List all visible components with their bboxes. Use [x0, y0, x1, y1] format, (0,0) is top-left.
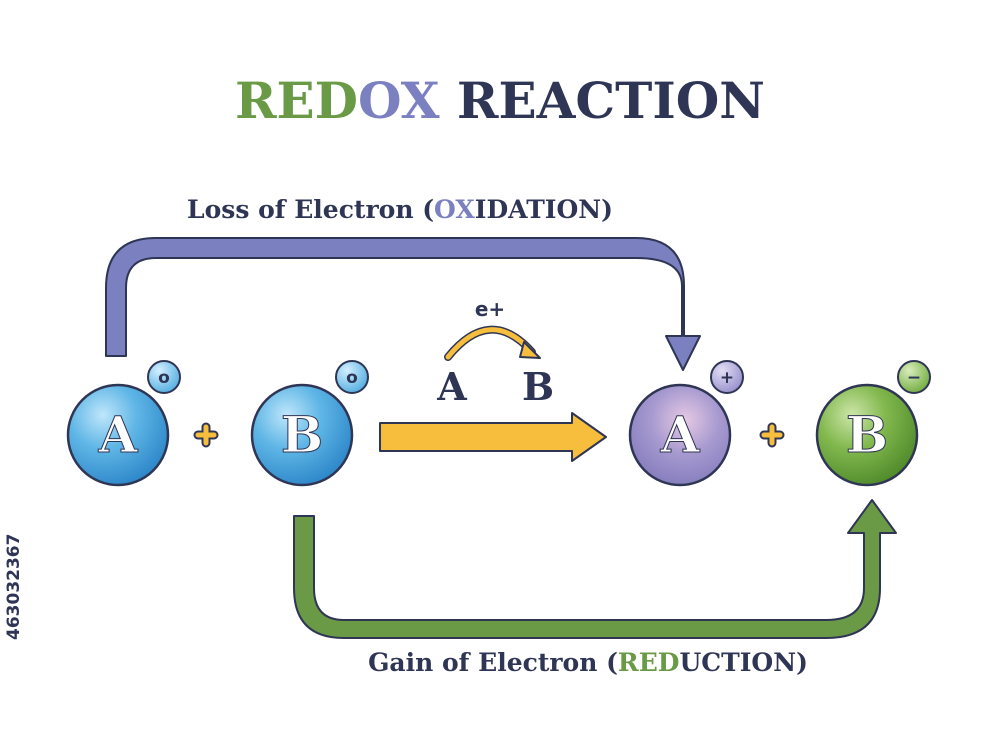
title-red: RED	[235, 71, 358, 130]
reduction-caption: Gain of Electron (REDUCTION)	[368, 648, 808, 677]
transfer-to-letter: B	[522, 364, 554, 409]
stock-id-watermark: 463032367	[4, 533, 24, 640]
product-a-charge: +	[720, 368, 734, 388]
reduction-caption-rest: UCTION)	[679, 648, 807, 677]
reactant-atom-b: B o	[250, 360, 369, 487]
oxidation-arrow	[105, 237, 701, 371]
page-title: REDOX REACTION	[235, 71, 765, 130]
reactant-b-letter: B	[281, 405, 323, 464]
reduction-caption-highlight: RED	[618, 648, 680, 677]
plus-sign-products	[759, 422, 785, 448]
product-atom-a: A +	[628, 360, 744, 487]
title-reaction: REACTION	[440, 71, 766, 130]
product-atom-b: B −	[815, 360, 931, 487]
oxidation-caption-prefix: Loss of Electron (	[187, 195, 434, 224]
product-b-charge-badge	[897, 360, 931, 394]
reduction-caption-prefix: Gain of Electron (	[368, 648, 618, 677]
oxidation-caption-highlight: OX	[434, 195, 475, 224]
reactant-b-charge-badge	[335, 360, 369, 394]
oxidation-caption-rest: IDATION)	[475, 195, 613, 224]
title-ox: OX	[358, 71, 440, 130]
product-b-letter: B	[846, 405, 888, 464]
product-a-charge-badge	[710, 360, 744, 394]
electron-label: e+	[475, 297, 505, 321]
reactant-b-charge: o	[346, 368, 358, 388]
plus-sign-reactants	[193, 422, 219, 448]
reactant-atom-a: A o	[66, 360, 181, 487]
reaction-arrow	[379, 412, 607, 462]
oxidation-caption: Loss of Electron (OXIDATION)	[187, 195, 613, 224]
reduction-arrow	[293, 499, 897, 639]
product-b-charge: −	[907, 368, 921, 388]
reactant-a-letter: A	[98, 405, 139, 464]
reactant-a-charge: o	[158, 368, 170, 388]
electron-transfer: e+ A B	[436, 297, 554, 409]
transfer-from-letter: A	[436, 364, 467, 409]
reactant-a-charge-badge	[147, 360, 181, 394]
product-a-letter: A	[660, 405, 701, 464]
electron-arrowhead	[519, 341, 541, 359]
